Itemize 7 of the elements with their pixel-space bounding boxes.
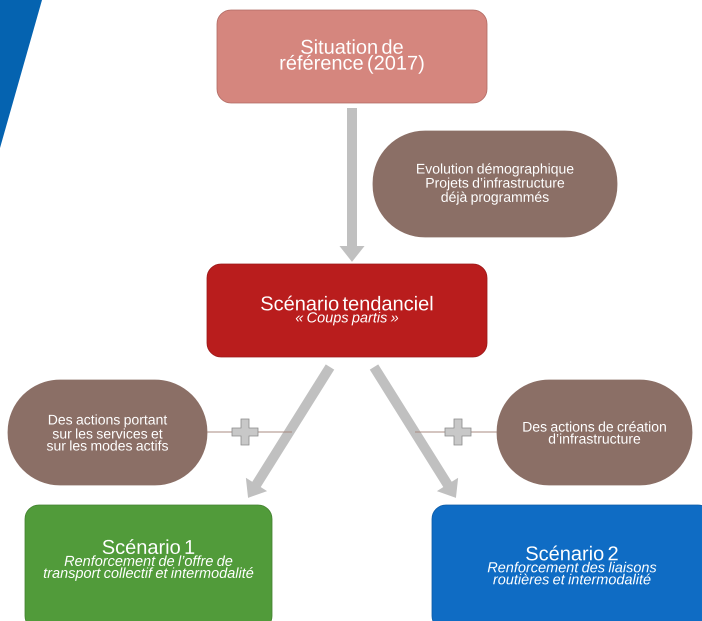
scenario-box: Scénario 2 Renforcement des liaisons routières et intermodalité [432,504,702,621]
note-pill: Des actions portant sur les services et sur les modes actifs [8,380,208,486]
note-pill: Evolution démographique Projets d’infrastructure déjà programmés [372,130,618,238]
scenario-box: Scénario tendanciel « Coups partis » [206,264,488,358]
scenario-box: Situation de référence (2017) [216,10,488,104]
scenario-box: Scénario 1 Renforcement de l’offre de transport collectif et intermodalité [24,504,272,621]
note-pill: Des actions de création d’infrastructure [496,380,692,486]
